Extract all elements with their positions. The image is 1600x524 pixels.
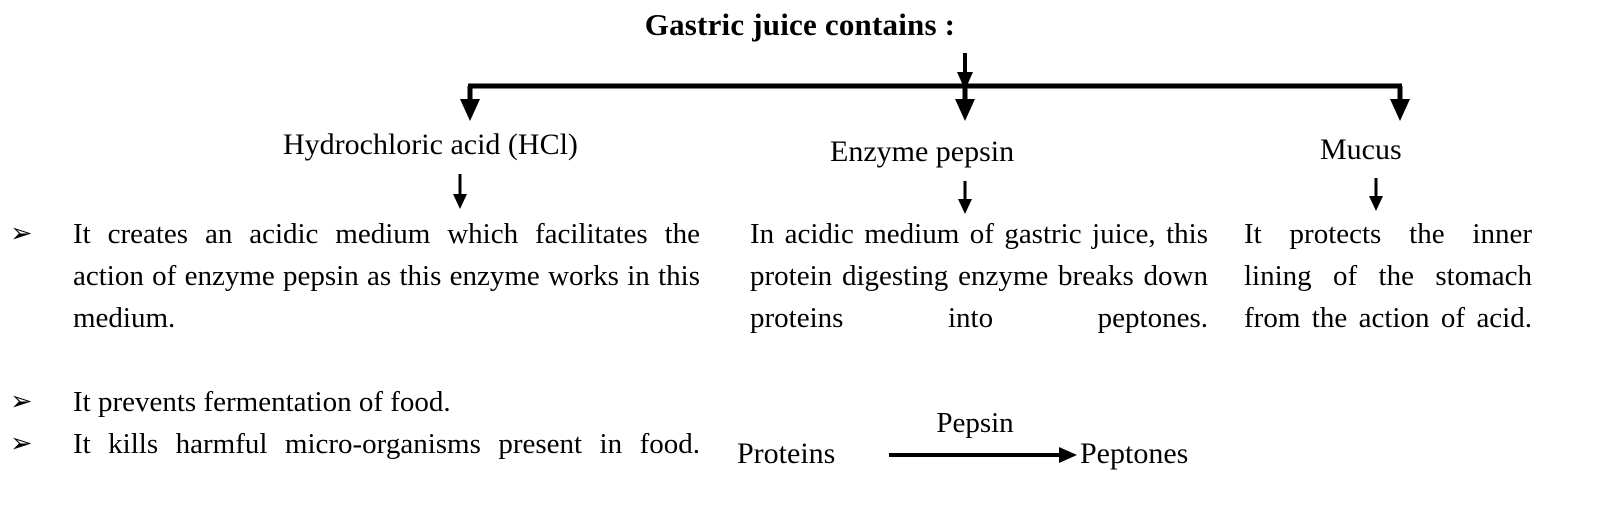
list-item-text: It prevents fermentation of food.: [73, 386, 451, 418]
list-item-text: It kills harmful micro-organisms present…: [73, 428, 700, 460]
bullet-arrow-icon: ➢: [10, 428, 33, 459]
branch-heading-hydrochloric-acid: Hydrochloric acid (HCl): [283, 128, 578, 161]
branch-body-hydrochloric-acid: ➢ It creates an acidic medium which faci…: [0, 213, 700, 507]
title-stem-arrowhead: [957, 72, 973, 90]
branch-heading-enzyme-pepsin: Enzyme pepsin: [830, 135, 1015, 168]
branch-arrowhead-left: [460, 99, 480, 121]
list-item: ➢ It creates an acidic medium which faci…: [0, 213, 700, 381]
branch-body-enzyme-pepsin: In acidic medium of gastric juice, this …: [750, 218, 1208, 334]
reaction-reactant-label: Proteins: [737, 437, 836, 470]
branch-body-mucus: It protects the inner lining of the stom…: [1244, 218, 1532, 334]
hcl-bullet-list: ➢ It creates an acidic medium which faci…: [0, 213, 700, 507]
bullet-arrow-icon: ➢: [10, 218, 33, 249]
reaction-product-label: Peptones: [1080, 437, 1189, 470]
list-item-text: It creates an acidic medium which facili…: [73, 218, 700, 334]
branch-arrowhead-right: [1390, 99, 1410, 121]
heading-arrow-left-head: [453, 194, 467, 209]
list-item: ➢ It kills harmful micro-organisms prese…: [0, 423, 700, 507]
branch-heading-mucus: Mucus: [1320, 133, 1402, 166]
list-item: ➢ It prevents fermentation of food.: [0, 381, 700, 423]
bullet-arrow-icon: ➢: [10, 386, 33, 417]
branch-arrowhead-middle: [955, 99, 975, 121]
reaction-equation: Proteins Pepsin Peptones: [737, 407, 1257, 485]
heading-arrow-middle-head: [958, 199, 972, 214]
reaction-arrow-icon: [889, 447, 1077, 463]
page-title: Gastric juice contains :: [644, 7, 956, 42]
heading-arrow-right-head: [1369, 196, 1383, 211]
reaction-catalyst-label: Pepsin: [936, 407, 1014, 439]
